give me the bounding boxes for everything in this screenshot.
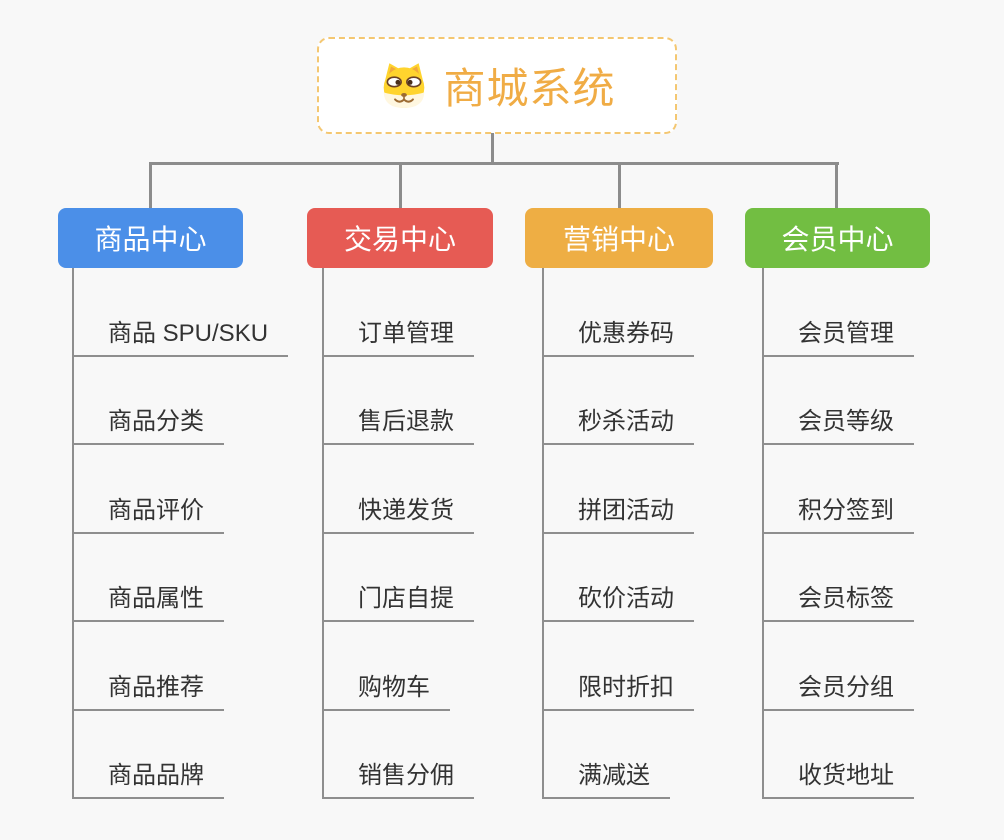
connector-stub-product (149, 162, 152, 209)
leaf-topic[interactable]: 收货地址 (764, 755, 914, 799)
root-node-mall-system[interactable]: 商城系统 (317, 37, 677, 134)
root-title: 商城系统 (443, 65, 616, 112)
connector-stub-member (835, 162, 838, 209)
leaf-topic[interactable]: 快递发货 (324, 490, 474, 534)
leaf-topic[interactable]: 限时折扣 (544, 667, 694, 711)
leaf-topic[interactable]: 商品评价 (74, 490, 224, 534)
leaf-topic[interactable]: 会员管理 (764, 313, 914, 357)
connector-root-stub (491, 133, 494, 164)
leaf-topic[interactable]: 售后退款 (324, 401, 474, 445)
branch-node-trade-center[interactable]: 交易中心 (307, 208, 493, 268)
leaf-topic[interactable]: 商品分类 (74, 401, 224, 445)
leaf-topic[interactable]: 拼团活动 (544, 490, 694, 534)
branch-node-marketing-center[interactable]: 营销中心 (525, 208, 713, 268)
leaf-topic[interactable]: 购物车 (324, 667, 450, 711)
leaf-topic[interactable]: 满减送 (544, 755, 670, 799)
branch-column-trade-center: 订单管理 售后退款 快递发货 门店自提 购物车 销售分佣 (322, 268, 474, 799)
leaf-topic[interactable]: 门店自提 (324, 578, 474, 622)
leaf-topic[interactable]: 砍价活动 (544, 578, 694, 622)
leaf-topic[interactable]: 订单管理 (324, 313, 474, 357)
leaf-topic[interactable]: 积分签到 (764, 490, 914, 534)
leaf-topic[interactable]: 会员标签 (764, 578, 914, 622)
leaf-topic[interactable]: 商品推荐 (74, 667, 224, 711)
leaf-topic[interactable]: 商品 SPU/SKU (74, 313, 289, 357)
branch-column-member-center: 会员管理 会员等级 积分签到 会员标签 会员分组 收货地址 (762, 268, 914, 799)
branch-column-marketing-center: 优惠券码 秒杀活动 拼团活动 砍价活动 限时折扣 满减送 (542, 268, 694, 799)
connector-stub-trade (399, 162, 402, 209)
leaf-topic[interactable]: 会员等级 (764, 401, 914, 445)
doge-icon (384, 62, 425, 108)
leaf-topic[interactable]: 秒杀活动 (544, 401, 694, 445)
branch-node-product-center[interactable]: 商品中心 (58, 208, 243, 268)
branch-column-product-center: 商品 SPU/SKU 商品分类 商品评价 商品属性 商品推荐 商品品牌 (72, 268, 289, 799)
leaf-topic[interactable]: 商品属性 (74, 578, 224, 622)
leaf-topic[interactable]: 优惠券码 (544, 313, 694, 357)
connector-horizontal-bar (149, 162, 839, 165)
leaf-topic[interactable]: 商品品牌 (74, 755, 224, 799)
leaf-topic[interactable]: 销售分佣 (324, 755, 474, 799)
connector-stub-marketing (618, 162, 621, 209)
branch-node-member-center[interactable]: 会员中心 (745, 208, 930, 268)
leaf-topic[interactable]: 会员分组 (764, 667, 914, 711)
